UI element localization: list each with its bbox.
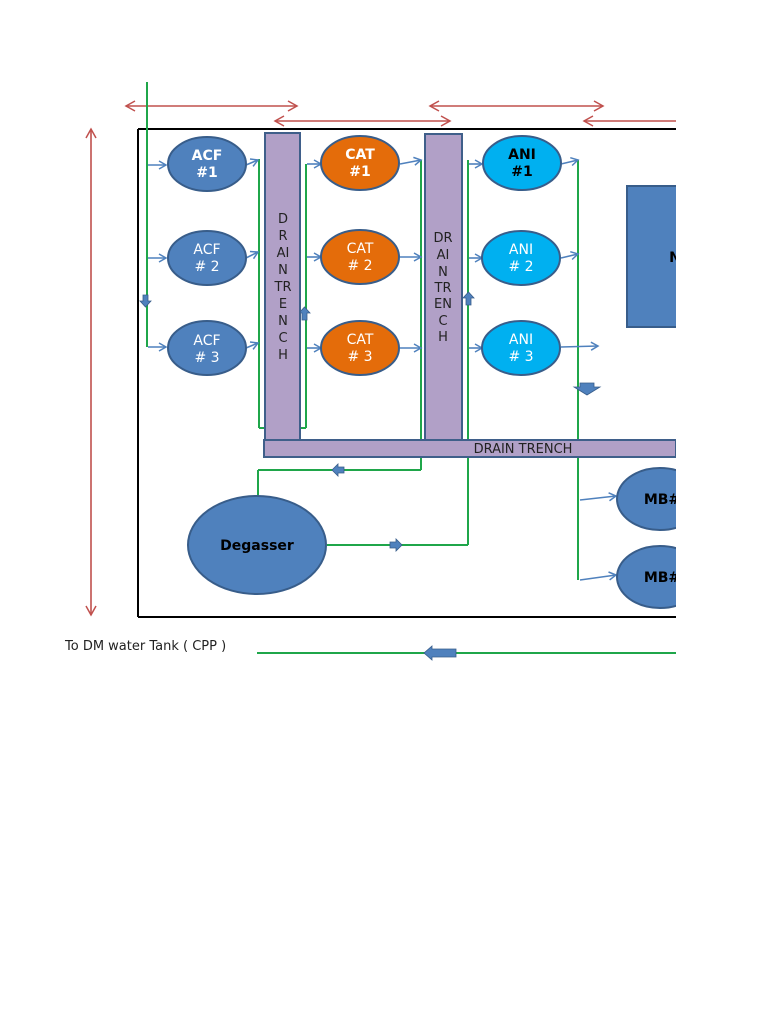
drain-trenches [263, 132, 677, 458]
svg-text:# 3: # 3 [347, 349, 372, 365]
svg-text:ANI: ANI [509, 332, 533, 348]
svg-text:CAT: CAT [347, 332, 374, 348]
svg-text:CAT: CAT [345, 147, 375, 163]
vessel-ani-2: ANI # 2 [481, 230, 561, 286]
vessel-cat-1: CAT #1 [320, 135, 400, 191]
right-crop-mask [676, 0, 768, 1024]
dm-water-tank-caption: To DM water Tank ( CPP ) [64, 639, 226, 654]
svg-text:DR: DR [433, 231, 452, 246]
svg-text:ANI: ANI [508, 147, 536, 163]
svg-text:AI: AI [437, 248, 450, 263]
svg-text:N: N [278, 263, 288, 278]
svg-text:AI: AI [277, 246, 290, 261]
drain-trench-middle [424, 133, 463, 441]
vessel-acf-2: ACF # 2 [167, 230, 247, 286]
drain-trench-left [264, 132, 301, 441]
svg-text:D: D [278, 212, 288, 227]
svg-text:R: R [278, 229, 287, 244]
drain-trench-bottom-label: DRAIN TRENCH [474, 442, 573, 457]
vessel-cat-3: CAT # 3 [320, 320, 400, 376]
arrow-up-marker [298, 306, 311, 321]
svg-text:ACF: ACF [193, 242, 220, 258]
svg-text:# 2: # 2 [194, 259, 219, 275]
dimension-lines [85, 100, 676, 617]
drain-trench-left-label: D R AI N TR E N C H [274, 212, 292, 363]
svg-text:E: E [279, 297, 287, 312]
arrow-right-marker [389, 538, 403, 552]
arrow-down-marker [139, 294, 152, 308]
arrow-left-marker [423, 645, 457, 661]
degasser: Degasser [187, 495, 327, 595]
svg-text:EN: EN [434, 297, 452, 312]
building-outline [137, 128, 676, 618]
svg-text:H: H [278, 348, 288, 363]
direction-markers [139, 291, 602, 661]
svg-text:ANI: ANI [509, 242, 533, 258]
arrow-left-marker [331, 463, 345, 477]
svg-text:C: C [438, 314, 447, 329]
svg-text:# 3: # 3 [194, 350, 219, 366]
vessel-acf-3: ACF # 3 [167, 320, 247, 376]
svg-text:TR: TR [274, 280, 292, 295]
svg-text:ACF: ACF [193, 333, 220, 349]
svg-text:#1: #1 [511, 164, 532, 180]
svg-text:# 2: # 2 [347, 258, 372, 274]
vessel-cat-2: CAT # 2 [320, 229, 400, 285]
vessel-ani-1: ANI #1 [482, 135, 562, 191]
svg-text:#1: #1 [196, 165, 217, 181]
svg-text:ACF: ACF [192, 148, 223, 164]
arrow-down-marker [572, 382, 602, 396]
svg-text:# 2: # 2 [508, 259, 533, 275]
svg-text:Degasser: Degasser [220, 538, 294, 554]
drain-trench-middle-label: DR AI N TR EN C H [433, 231, 452, 345]
svg-text:# 3: # 3 [508, 349, 533, 365]
svg-text:N: N [438, 265, 448, 280]
svg-text:MB#: MB# [644, 492, 680, 508]
tank-label: N [669, 250, 681, 266]
svg-text:MB#: MB# [644, 570, 680, 586]
svg-text:N: N [278, 314, 288, 329]
svg-text:C: C [278, 331, 287, 346]
arrow-up-marker [462, 291, 475, 306]
vessel-acf-1: ACF #1 [167, 136, 247, 192]
svg-text:TR: TR [434, 281, 452, 296]
svg-text:H: H [438, 330, 448, 345]
vessel-ani-3: ANI # 3 [481, 320, 561, 376]
svg-text:#1: #1 [349, 164, 370, 180]
drain-trench-bottom [263, 439, 677, 458]
flow-connectors [148, 156, 618, 581]
svg-text:CAT: CAT [347, 241, 374, 257]
